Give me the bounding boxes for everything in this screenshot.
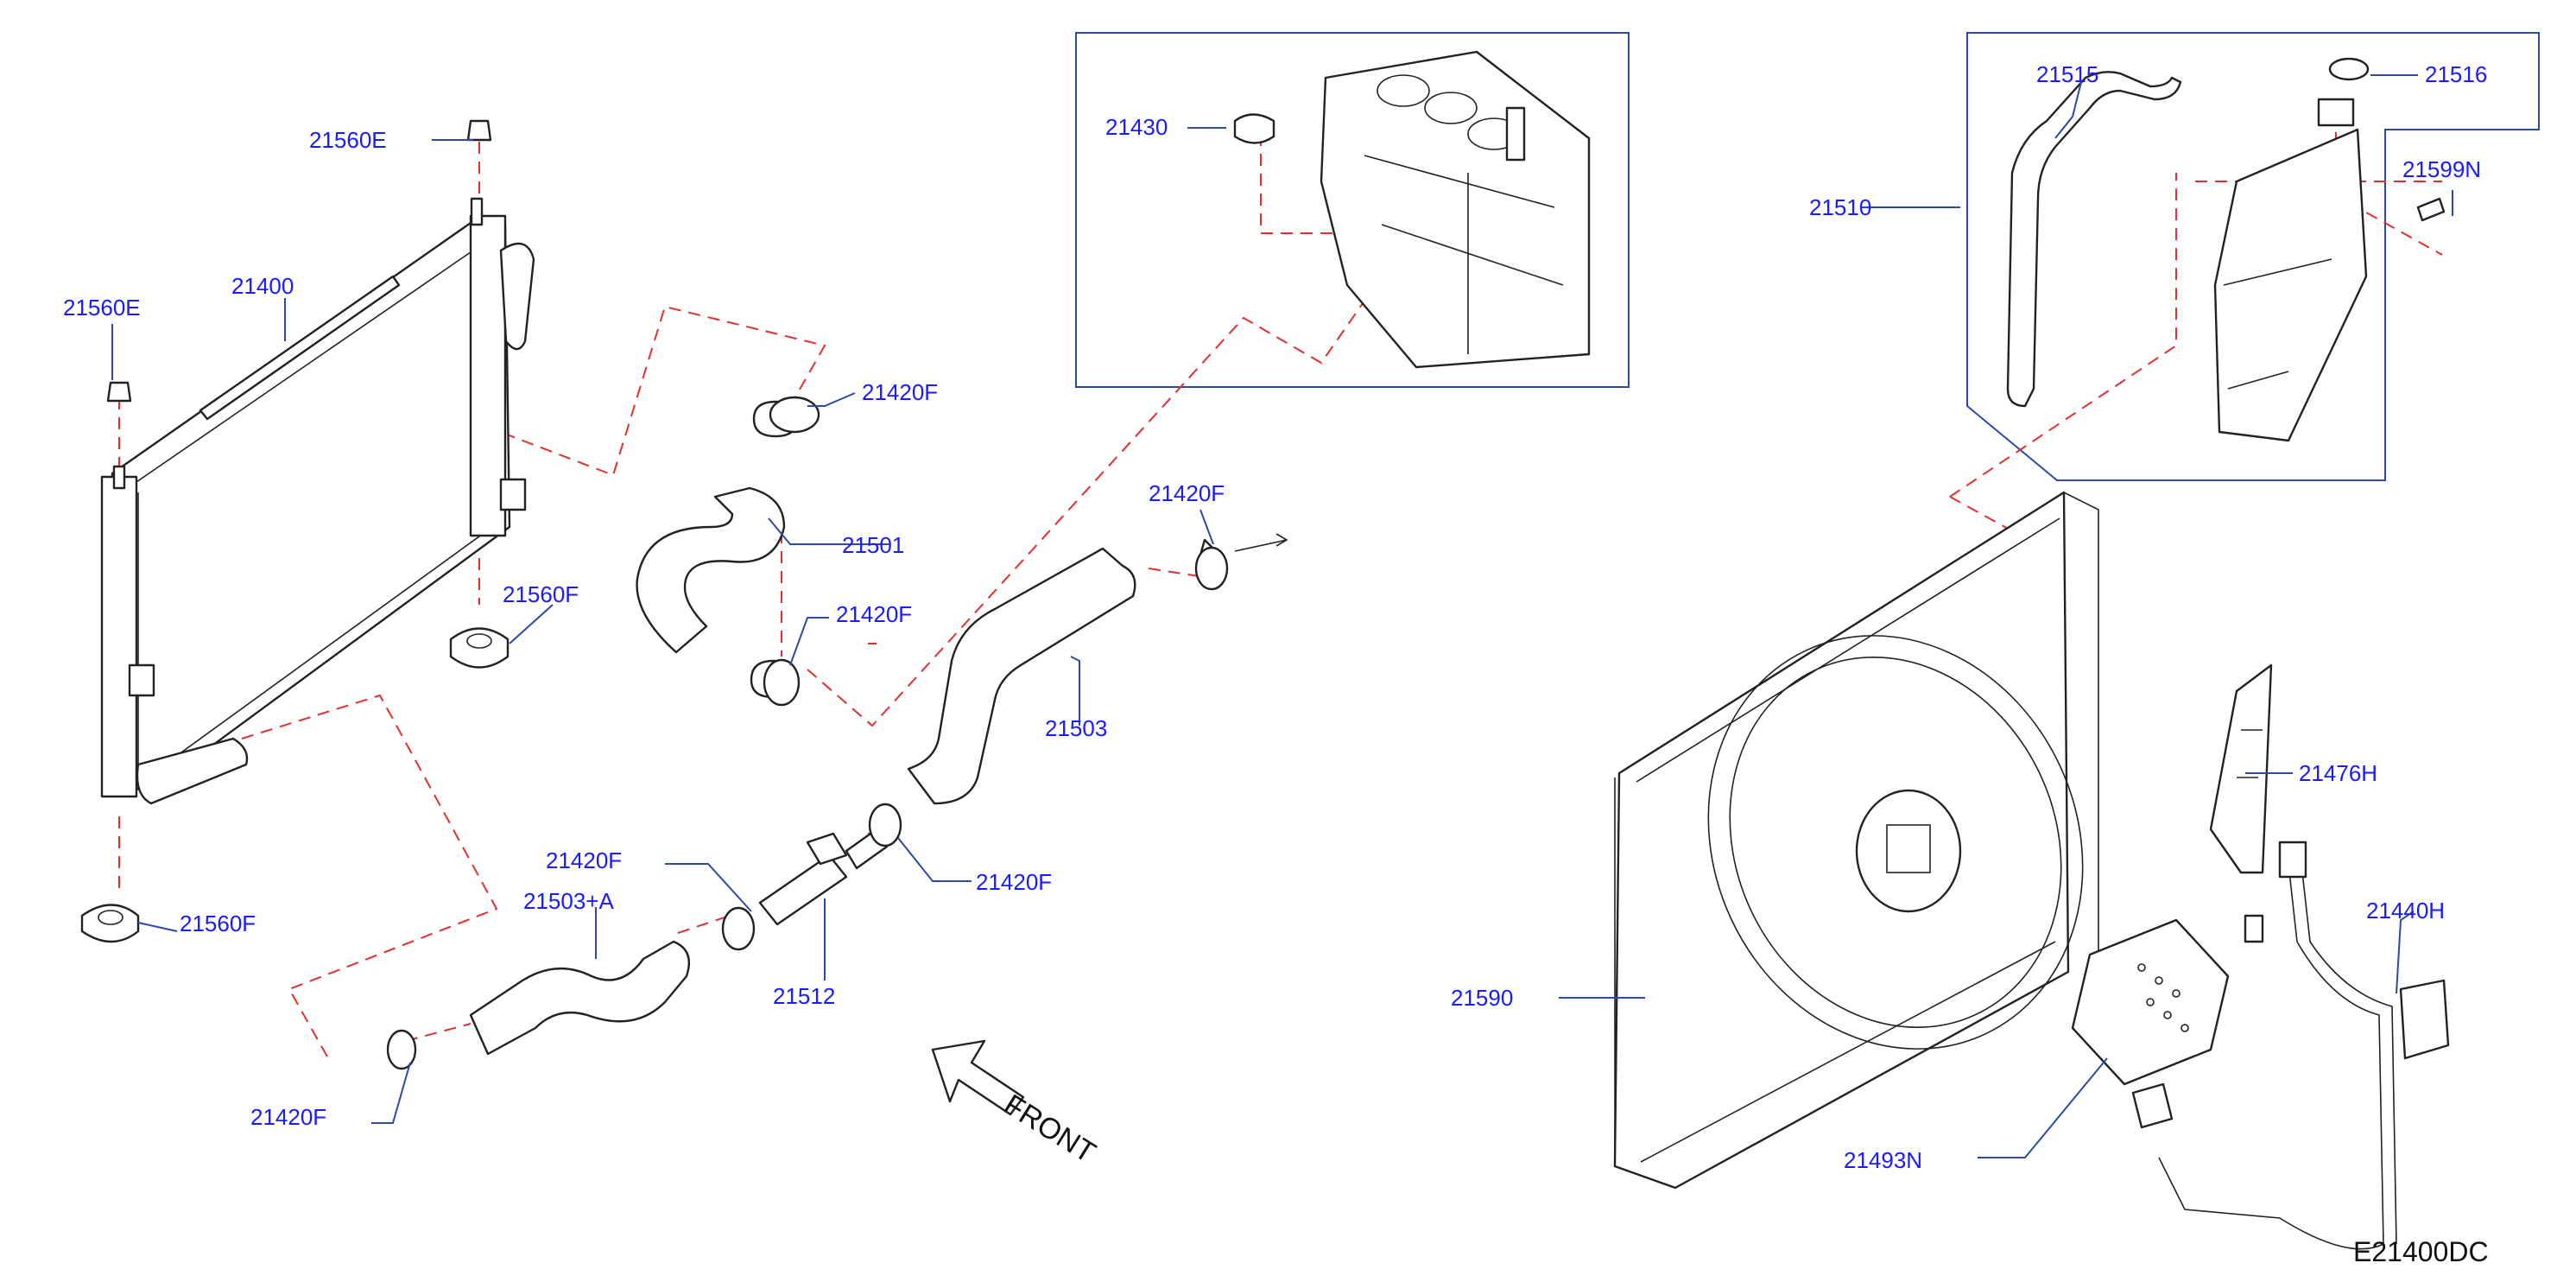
clamps [386,396,1229,1070]
mount-21560E-top [466,119,492,142]
mount-21560E-left [106,381,132,403]
label-21515: 21515 [2036,61,2098,87]
label-21420F-f: 21420F [250,1104,326,1130]
label-21599N: 21599N [2402,156,2481,182]
label-21512: 21512 [773,983,835,1009]
leader-lines [111,74,2453,1158]
label-21420F-d: 21420F [976,869,1052,895]
front-arrow [931,1039,1025,1116]
resistor-21493N-drawing [2071,918,2230,1086]
label-21420F-e: 21420F [546,847,622,873]
bracket-21476H-drawing [2209,663,2273,874]
label-21440H: 21440H [2366,898,2445,923]
front-label: FRONT [998,1088,1101,1170]
label-21503: 21503 [1045,715,1107,741]
harness-21440H-drawing [2131,841,2450,1250]
hose-21503-drawing [907,533,1288,805]
label-21430: 21430 [1105,114,1168,140]
hose-21503A-drawing [469,940,691,1056]
label-21420F-a: 21420F [862,379,938,405]
label-21560E-top: 21560E [309,127,387,153]
label-21516: 21516 [2425,61,2487,87]
label-21560F-bottom: 21560F [180,911,256,936]
label-21560F-mid: 21560F [503,581,579,607]
label-21420F-c: 21420F [1149,480,1225,506]
label-21503A: 21503+A [523,888,614,914]
reservoir-inset-box [1966,32,2540,481]
label-21590: 21590 [1451,985,1513,1011]
part-labels: 21560E 21560E 21400 21560F 21560F 21420F… [63,61,2487,1173]
label-21476H: 21476H [2299,760,2377,786]
mount-21560F-bottom [80,904,140,943]
reservoir-drawing [2006,57,2446,442]
fan-shroud-drawing [1613,491,2099,1190]
label-21400: 21400 [231,273,294,299]
engine-block-drawing [1233,50,1591,369]
diagram-code: E21400DC [2353,1236,2489,1267]
mount-21560F-mid [449,627,510,669]
radiator-drawing [100,197,535,805]
hose-21501-drawing [636,400,799,699]
label-21493N: 21493N [1844,1147,1922,1173]
engine-inset-box [1075,32,1630,388]
label-21420F-b: 21420F [836,601,912,627]
label-21501: 21501 [842,532,904,558]
sensor-21512-drawing [758,828,889,926]
label-21510: 21510 [1809,194,1871,220]
label-21560E-left: 21560E [63,295,141,320]
